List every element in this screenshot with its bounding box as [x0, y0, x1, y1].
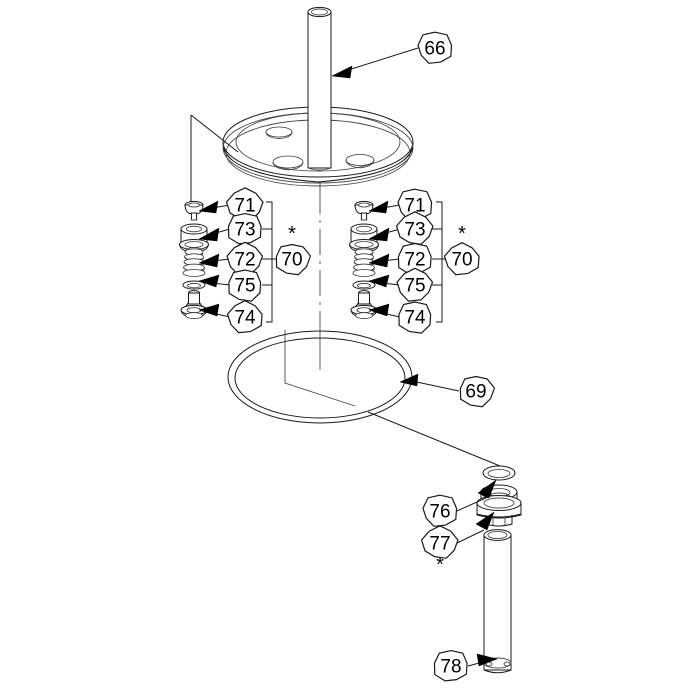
leader-76	[456, 479, 497, 512]
callout-outline	[433, 649, 468, 682]
bracket-left	[262, 201, 277, 323]
callout-balloon-74r[interactable]: 74	[398, 301, 432, 334]
callout-label: 71	[404, 196, 425, 217]
callout-outline	[226, 300, 263, 334]
parts-stack-right	[349, 200, 379, 320]
callout-outline	[417, 31, 453, 64]
callout-balloon-75l[interactable]: 75	[228, 269, 262, 302]
callout-balloon-74l[interactable]: 74	[226, 300, 263, 334]
callout-outline	[459, 375, 496, 408]
callout-balloon-66[interactable]: 66	[417, 31, 453, 64]
asterisk-marker: *	[436, 554, 444, 576]
parts-stack-left	[179, 200, 209, 320]
part-bushing-nut	[476, 484, 522, 527]
callout-balloon-78[interactable]: 78	[433, 649, 468, 682]
leader-69	[399, 373, 460, 392]
callout-label: 78	[440, 657, 461, 678]
callout-label: 74	[234, 308, 256, 329]
arrow-head-72-right	[368, 253, 390, 268]
callout-balloon-71l[interactable]: 71	[225, 187, 264, 221]
callout-balloon-73l[interactable]: 73	[227, 212, 262, 245]
callout-label: 70	[281, 250, 302, 271]
arrow-head-76	[477, 479, 497, 499]
arrow-head-74-right	[368, 303, 390, 317]
part-shaft-and-plate	[222, 6, 414, 190]
plate-group-bracket	[190, 114, 239, 207]
asterisk-layer: * * *	[288, 223, 466, 576]
callout-label: 76	[429, 502, 450, 523]
asterisk-marker: *	[288, 223, 296, 245]
leader-66	[331, 47, 419, 79]
arrow-head-71-right	[368, 200, 389, 214]
callout-label: 75	[404, 276, 425, 297]
callout-balloon-75r[interactable]: 75	[396, 267, 434, 302]
callout-balloon-72l[interactable]: 72	[226, 241, 264, 276]
bracket-right	[432, 201, 447, 323]
callout-label: 73	[404, 220, 425, 241]
callout-balloon-73r[interactable]: 73	[395, 211, 434, 245]
washer-right	[352, 280, 376, 290]
plug-left	[180, 290, 208, 320]
shaft-cylinder	[307, 6, 332, 171]
arrow-head-73-left	[198, 227, 220, 242]
washer-left	[182, 280, 206, 290]
arrow-head-69	[399, 373, 419, 387]
part-small-oring	[482, 465, 516, 481]
callout-outline	[420, 525, 459, 559]
callout-label: 74	[404, 308, 426, 329]
callout-label: 72	[234, 250, 255, 271]
callout-label: 69	[465, 382, 486, 403]
callout-label: 70	[451, 250, 472, 271]
callout-balloon-70r[interactable]: 70	[443, 242, 480, 276]
callout-outline	[396, 267, 434, 302]
leaders-right	[368, 200, 401, 318]
plug-right	[350, 290, 378, 320]
callout-layer: 66 71 73 72 75 74 70 71 73 72 75 74 70 69 76 77 78	[225, 31, 496, 682]
arrow-head-73-right	[368, 227, 390, 242]
callout-label: 72	[404, 250, 425, 271]
arrow-head-66	[331, 65, 353, 79]
arrow-head-78	[476, 653, 498, 667]
leader-78	[467, 653, 498, 667]
callout-label: 73	[234, 220, 255, 241]
callout-balloon-69[interactable]: 69	[459, 375, 496, 408]
part-large-oring	[227, 330, 413, 424]
callout-balloon-77[interactable]: 77	[420, 525, 459, 559]
leader-oring-to-bushing	[367, 411, 501, 467]
asterisk-marker: *	[458, 223, 466, 245]
part-lower-tube	[483, 529, 512, 674]
callout-label: 71	[234, 196, 255, 217]
callout-outline	[398, 301, 432, 334]
arrow-head-77	[475, 511, 495, 531]
arrow-head-71-left	[198, 200, 219, 214]
callout-label: 66	[424, 39, 445, 60]
arrow-head-75-left	[198, 274, 220, 288]
callout-label: 75	[234, 276, 255, 297]
callout-outline	[443, 242, 480, 276]
arrow-head-75-right	[368, 274, 390, 288]
callout-label: 77	[429, 534, 450, 555]
callout-outline	[275, 243, 312, 276]
arrow-head-74-left	[198, 303, 220, 317]
callout-balloon-76[interactable]: 76	[422, 494, 458, 527]
arrow-head-72-left	[198, 253, 220, 268]
callout-balloon-70l[interactable]: 70	[275, 243, 312, 276]
leaders-left	[198, 200, 231, 318]
leader-77	[456, 511, 495, 544]
callout-balloon-71r[interactable]: 71	[397, 188, 433, 221]
